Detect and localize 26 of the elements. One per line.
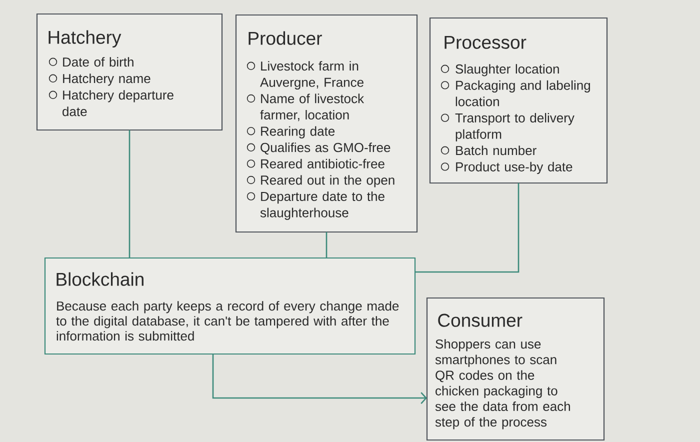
list-item: Name of livestock farmer, location [260,94,364,122]
list-item: Reared antibiotic-free [261,158,384,168]
list-item: Reared out in the open [261,175,394,188]
description-text: Because each party keeps a record of every change made to the digital database, it can't be tampered with after the information is submitted [56,301,399,341]
list-item: Date of birth [63,57,134,67]
connector-line [326,232,328,258]
description-text: Shoppers can use smartphones to scan QR codes on the chicken packaging to see the data from each step of the process [435,339,570,430]
list-item: Batch number [456,146,536,156]
list-item: Hatchery name [63,74,150,86]
box-heading: Consumer [438,314,522,327]
connector-line [415,183,520,273]
list-item: Transport to delivery platform [455,112,574,142]
list-item: Livestock farm in Auvergne, France [260,61,364,90]
list-item: Packaging and labeling location [456,80,590,106]
arrow [212,354,427,404]
list-item: Slaughter location [456,64,559,76]
box-heading: Producer [248,31,322,45]
list-item: Rearing date [261,126,335,138]
box-heading: Hatchery [48,30,122,48]
connector-line [128,130,130,258]
box-heading: Processor [444,36,526,49]
list-item: Product use-by date [456,162,572,174]
box-heading: Blockchain [56,272,144,286]
list-item: Departure date to the slaughterhouse [260,191,384,220]
list-item: Hatchery departure date [62,90,174,116]
list-item: Qualifies as GMO-free [260,142,390,154]
